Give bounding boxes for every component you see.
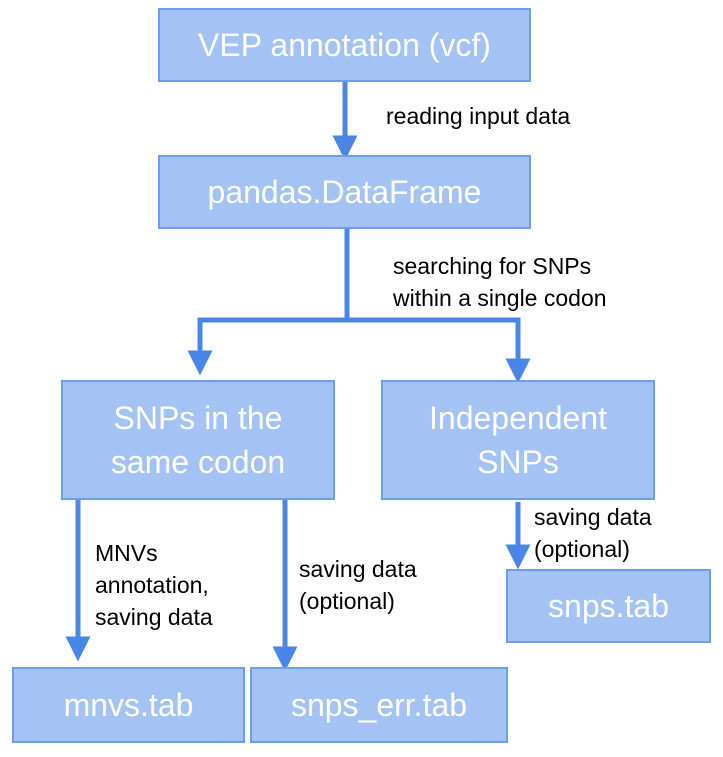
node-mnvs-tab: mnvs.tab — [12, 667, 245, 743]
node-vep-annotation: VEP annotation (vcf) — [158, 8, 531, 82]
edge-label-mnvs-annotation-line3: saving data — [95, 604, 213, 630]
node-independent-snps-line2: SNPs — [477, 444, 559, 480]
node-snps-same-codon: SNPs in the same codon — [61, 380, 335, 500]
node-snps-tab-text: snps.tab — [548, 588, 669, 624]
edge-label-saving-snps: saving data (optional) — [534, 501, 652, 565]
edge-label-reading-input: reading input data — [386, 100, 570, 132]
node-pandas-dataframe: pandas.DataFrame — [158, 155, 531, 229]
edge-label-searching-snps-line1: searching for SNPs — [393, 253, 592, 279]
arrow-split-right — [347, 317, 531, 384]
node-independent-snps: Independent SNPs — [381, 380, 655, 500]
node-pandas-dataframe-text: pandas.DataFrame — [207, 174, 482, 210]
node-snps-same-codon-line1: SNPs in the — [113, 400, 283, 436]
edge-label-searching-snps-line2: within a single codon — [393, 285, 607, 311]
arrow-dataframe-split — [187, 229, 350, 376]
node-snps-err-tab: snps_err.tab — [250, 667, 508, 743]
edge-label-mnvs-annotation: MNVs annotation, saving data — [95, 537, 213, 633]
node-snps-tab: snps.tab — [506, 569, 711, 643]
edge-label-mnvs-annotation-line1: MNVs — [95, 540, 158, 566]
node-snps-err-tab-text: snps_err.tab — [290, 687, 468, 723]
node-vep-annotation-text: VEP annotation (vcf) — [198, 27, 491, 63]
edge-label-saving-err-line1: saving data — [299, 556, 417, 582]
edge-label-searching-snps: searching for SNPs within a single codon — [393, 250, 607, 314]
edge-label-saving-snps-line1: saving data — [534, 504, 652, 530]
edge-label-saving-snps-line2: (optional) — [534, 536, 630, 562]
node-snps-same-codon-line2: same codon — [110, 444, 286, 480]
edge-label-mnvs-annotation-line2: annotation, — [95, 572, 209, 598]
edge-label-saving-err: saving data (optional) — [299, 553, 417, 617]
edge-label-saving-err-line2: (optional) — [299, 588, 395, 614]
node-independent-snps-line1: Independent — [429, 400, 607, 436]
node-mnvs-tab-text: mnvs.tab — [63, 687, 194, 723]
edge-label-reading-input-line1: reading input data — [386, 103, 571, 129]
